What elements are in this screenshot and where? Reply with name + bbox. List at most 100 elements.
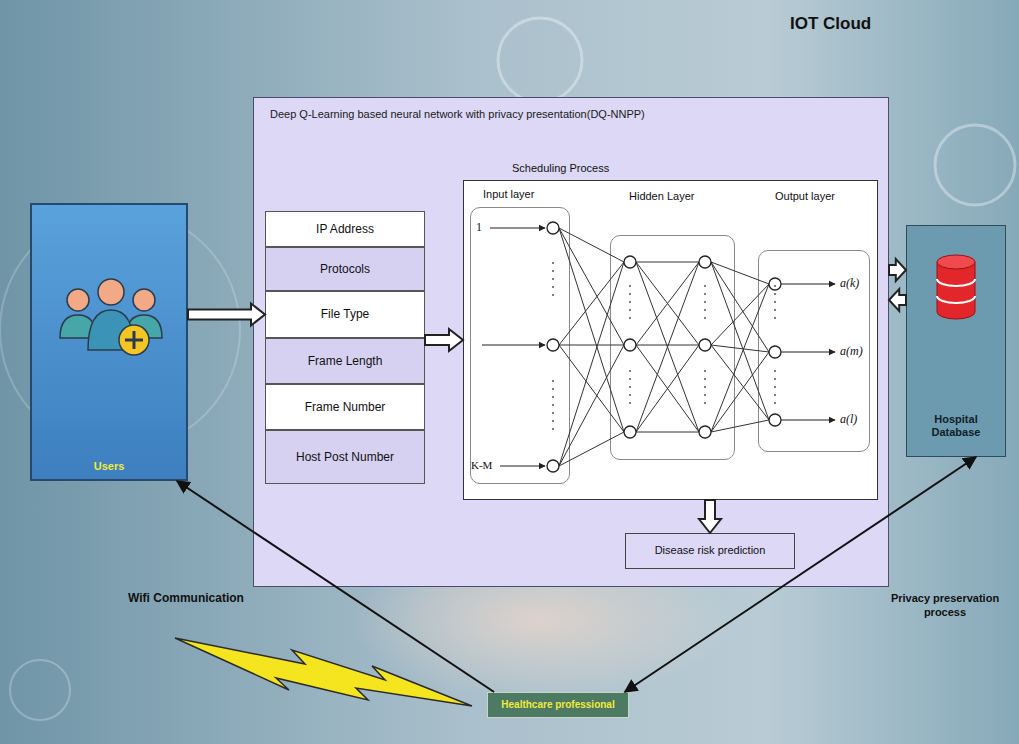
- deco-circle: [10, 660, 70, 720]
- neuron: [699, 426, 711, 438]
- neuron: [547, 460, 559, 472]
- lightning-shape: [175, 638, 472, 706]
- diagram-title: IOT Cloud: [790, 14, 871, 34]
- output-symbol: a(l): [840, 412, 857, 427]
- feature-box: Frame Number: [265, 384, 425, 430]
- person-body: [88, 310, 134, 350]
- ellipsis-mark: [629, 285, 631, 320]
- database-box: Hospital Database: [906, 225, 1006, 457]
- network-link: [559, 432, 624, 466]
- network-link: [636, 262, 699, 345]
- ellipsis-mark: [774, 370, 776, 405]
- network-link: [559, 228, 624, 345]
- input-index: 1: [476, 220, 482, 235]
- network-io-arrow: [781, 283, 835, 284]
- node-text: Frame Length: [308, 354, 383, 369]
- neuron: [699, 256, 711, 268]
- network-link: [636, 262, 699, 345]
- plus-badge: [119, 325, 149, 355]
- ellipsis-mark: [552, 262, 554, 300]
- database-cylinder: [937, 262, 975, 319]
- node-text: Protocols: [320, 262, 370, 277]
- network-link: [559, 262, 624, 466]
- output-symbol: a(m): [840, 344, 863, 359]
- network-link: [636, 262, 699, 432]
- ellipsis-mark: [552, 380, 554, 430]
- scheduling-box: Scheduling ProcessInput layerHidden Laye…: [463, 180, 878, 500]
- link-arrow: [177, 481, 494, 692]
- block-arrow: [889, 289, 906, 311]
- network-link: [559, 228, 624, 432]
- node-text: File Type: [321, 307, 369, 322]
- neuron: [624, 426, 636, 438]
- neuron: [547, 339, 559, 351]
- feature-box: File Type: [265, 291, 425, 338]
- feature-box: Protocols: [265, 247, 425, 291]
- deco-circle: [498, 18, 582, 102]
- database-top: [937, 255, 975, 269]
- network-link: [559, 228, 624, 262]
- layer-group: Hidden Layer: [610, 235, 735, 460]
- group-heading: Scheduling Process: [512, 162, 609, 176]
- network-link: [636, 262, 699, 263]
- network-io-arrow: [500, 465, 545, 466]
- network-link: [636, 262, 699, 432]
- feature-box: Frame Length: [265, 338, 425, 384]
- network-io-arrow: [490, 227, 545, 228]
- node-text: Healthcare professional: [501, 699, 614, 712]
- person-body: [60, 315, 96, 338]
- network-io-arrow: [482, 344, 545, 345]
- node-text: Host Post Number: [296, 450, 394, 465]
- neuron: [624, 256, 636, 268]
- ellipsis-mark: [629, 370, 631, 405]
- neuron: [769, 346, 781, 358]
- users-icon: [60, 279, 162, 355]
- network-link: [636, 345, 699, 432]
- professional-box: Healthcare professional: [487, 692, 629, 718]
- neuron: [624, 339, 636, 351]
- input-index: K-M: [471, 459, 492, 473]
- network-link: [559, 262, 624, 345]
- database-band: [937, 279, 975, 303]
- network-link: [711, 345, 769, 420]
- feature-box: Host Post Number: [265, 430, 425, 484]
- group-heading: Output layer: [775, 190, 835, 204]
- group-heading: Hidden Layer: [629, 190, 694, 204]
- link-arrow: [625, 457, 976, 692]
- network-link: [636, 345, 699, 432]
- network-link: [711, 420, 769, 432]
- node-text: Frame Number: [305, 400, 386, 415]
- deco-circle: [935, 125, 1015, 205]
- network-link: [711, 262, 769, 420]
- privacy-label: Privacy preservation process: [880, 592, 1010, 620]
- network-io-arrow: [781, 419, 835, 420]
- layer-group: Input layer: [470, 207, 570, 484]
- ellipsis-mark: [774, 285, 776, 320]
- block-arrow: [699, 500, 721, 533]
- block-arrow: [188, 304, 265, 326]
- neuron: [547, 222, 559, 234]
- network-link: [559, 345, 624, 346]
- node-text: Hospital Database: [911, 413, 1001, 441]
- output-symbol: a(k): [840, 276, 859, 291]
- prediction-box: Disease risk prediction: [625, 533, 795, 569]
- neuron: [699, 339, 711, 351]
- network-link: [559, 345, 624, 432]
- ellipsis-mark: [704, 370, 706, 405]
- plus-sign: [125, 331, 143, 349]
- wifi-label: Wifi Communication: [128, 591, 244, 606]
- database-icon: [937, 255, 975, 319]
- network-link: [711, 262, 769, 352]
- person-head: [98, 279, 124, 305]
- neural-network: [482, 222, 835, 472]
- group-heading: Input layer: [483, 188, 534, 202]
- dqnnpp-panel: Deep Q-Learning based neural network wit…: [253, 97, 889, 587]
- network-link: [711, 262, 769, 284]
- node-text: Disease risk prediction: [655, 544, 766, 558]
- person-head: [67, 289, 89, 311]
- network-link: [559, 345, 624, 466]
- person-body: [126, 315, 162, 338]
- users-box: Users: [30, 203, 188, 481]
